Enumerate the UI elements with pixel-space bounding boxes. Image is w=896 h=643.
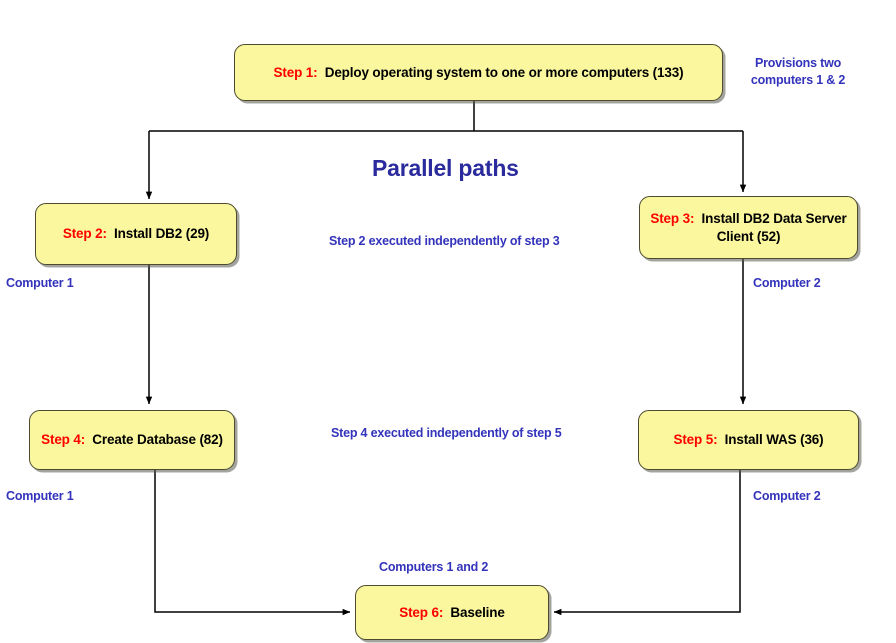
annotation-parallel-paths: Parallel paths bbox=[372, 155, 519, 181]
annotation-computers-both: Computers 1 and 2 bbox=[379, 560, 489, 574]
node-step6-content: Step 6: Baseline bbox=[390, 604, 514, 622]
node-step1-text: Deploy operating system to one or more c… bbox=[324, 64, 684, 80]
node-step3[interactable]: Step 3: Install DB2 Data Server Client (… bbox=[639, 196, 858, 259]
node-step1-content: Step 1: Deploy operating system to one o… bbox=[265, 64, 693, 82]
annotation-step4-note: Step 4 executed independently of step 5 bbox=[331, 426, 562, 440]
node-step1-step-label: Step 1: bbox=[273, 64, 322, 80]
node-step5-text: Install WAS (36) bbox=[724, 432, 824, 448]
node-step3-step-label: Step 3: bbox=[650, 210, 698, 226]
node-step3-text: Install DB2 Data Server Client (52) bbox=[701, 210, 847, 244]
annotation-computer1-lower: Computer 1 bbox=[6, 489, 74, 503]
node-step6[interactable]: Step 6: Baseline bbox=[355, 585, 549, 640]
node-step4-step-label: Step 4: bbox=[41, 432, 89, 448]
node-step3-content: Step 3: Install DB2 Data Server Client (… bbox=[640, 210, 857, 246]
node-step1[interactable]: Step 1: Deploy operating system to one o… bbox=[234, 44, 723, 101]
node-step4[interactable]: Step 4: Create Database (82) bbox=[29, 410, 235, 470]
annotation-computer1-upper: Computer 1 bbox=[6, 276, 74, 290]
edge-step5-to-step6 bbox=[553, 470, 741, 616]
node-step2[interactable]: Step 2: Install DB2 (29) bbox=[35, 203, 237, 265]
node-step6-text: Baseline bbox=[450, 604, 505, 620]
node-step6-step-label: Step 6: bbox=[399, 604, 447, 620]
annotation-provisions: Provisions two computers 1 & 2 bbox=[750, 56, 846, 87]
node-step5-step-label: Step 5: bbox=[673, 432, 722, 448]
node-step4-text: Create Database (82) bbox=[92, 432, 223, 448]
node-step2-text: Install DB2 (29) bbox=[114, 226, 210, 242]
annotation-computer2-lower: Computer 2 bbox=[753, 489, 821, 503]
node-step4-content: Step 4: Create Database (82) bbox=[32, 431, 232, 449]
annotation-step2-note: Step 2 executed independently of step 3 bbox=[329, 234, 560, 248]
annotation-computer2-upper: Computer 2 bbox=[753, 276, 821, 290]
node-step5[interactable]: Step 5: Install WAS (36) bbox=[638, 410, 859, 470]
node-step2-content: Step 2: Install DB2 (29) bbox=[54, 225, 218, 243]
node-step5-content: Step 5: Install WAS (36) bbox=[664, 431, 832, 449]
node-step2-step-label: Step 2: bbox=[62, 226, 111, 242]
edge-step4-to-step6 bbox=[154, 470, 351, 616]
